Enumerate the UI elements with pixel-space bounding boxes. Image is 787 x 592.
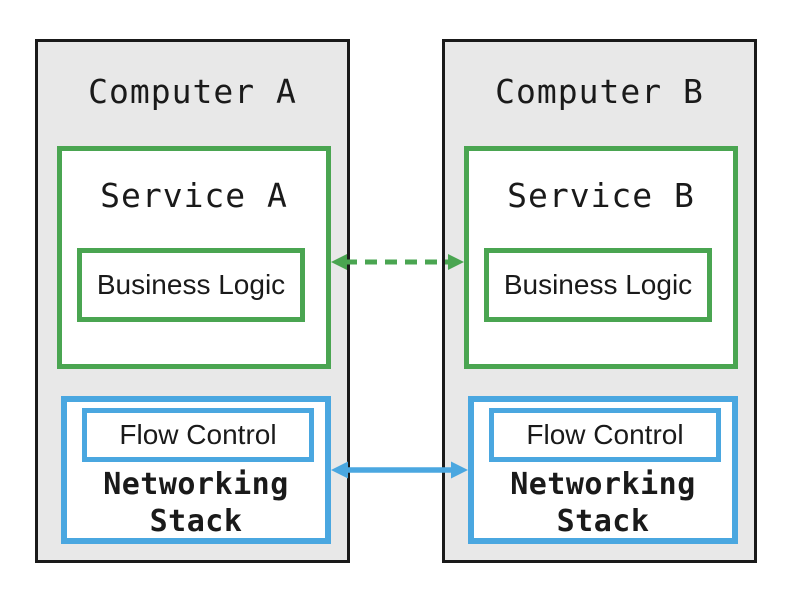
flow-control-b-box: Flow Control: [489, 408, 721, 462]
business-logic-a-box: Business Logic: [77, 248, 305, 322]
networking-stack-a-box: Flow Control Networking Stack: [61, 396, 331, 544]
service-a-title: Service A: [100, 176, 288, 215]
networking-stack-b-box: Flow Control Networking Stack: [468, 396, 738, 544]
flow-control-b-label: Flow Control: [526, 419, 684, 450]
networking-stack-b-label: Networking Stack: [510, 467, 696, 539]
computer-a-title: Computer A: [88, 72, 297, 111]
computer-b-title: Computer B: [495, 72, 704, 111]
service-b-box: Service B Business Logic: [464, 146, 738, 369]
business-logic-a-label: Business Logic: [96, 269, 286, 300]
flow-control-a-box: Flow Control: [82, 408, 314, 462]
business-logic-b-box: Business Logic: [484, 248, 712, 322]
service-a-box: Service A Business Logic: [57, 146, 331, 369]
networking-stack-a-label: Networking Stack: [103, 467, 289, 539]
flow-control-a-label: Flow Control: [119, 419, 277, 450]
business-logic-b-label: Business Logic: [503, 269, 693, 300]
service-b-title: Service B: [507, 176, 695, 215]
